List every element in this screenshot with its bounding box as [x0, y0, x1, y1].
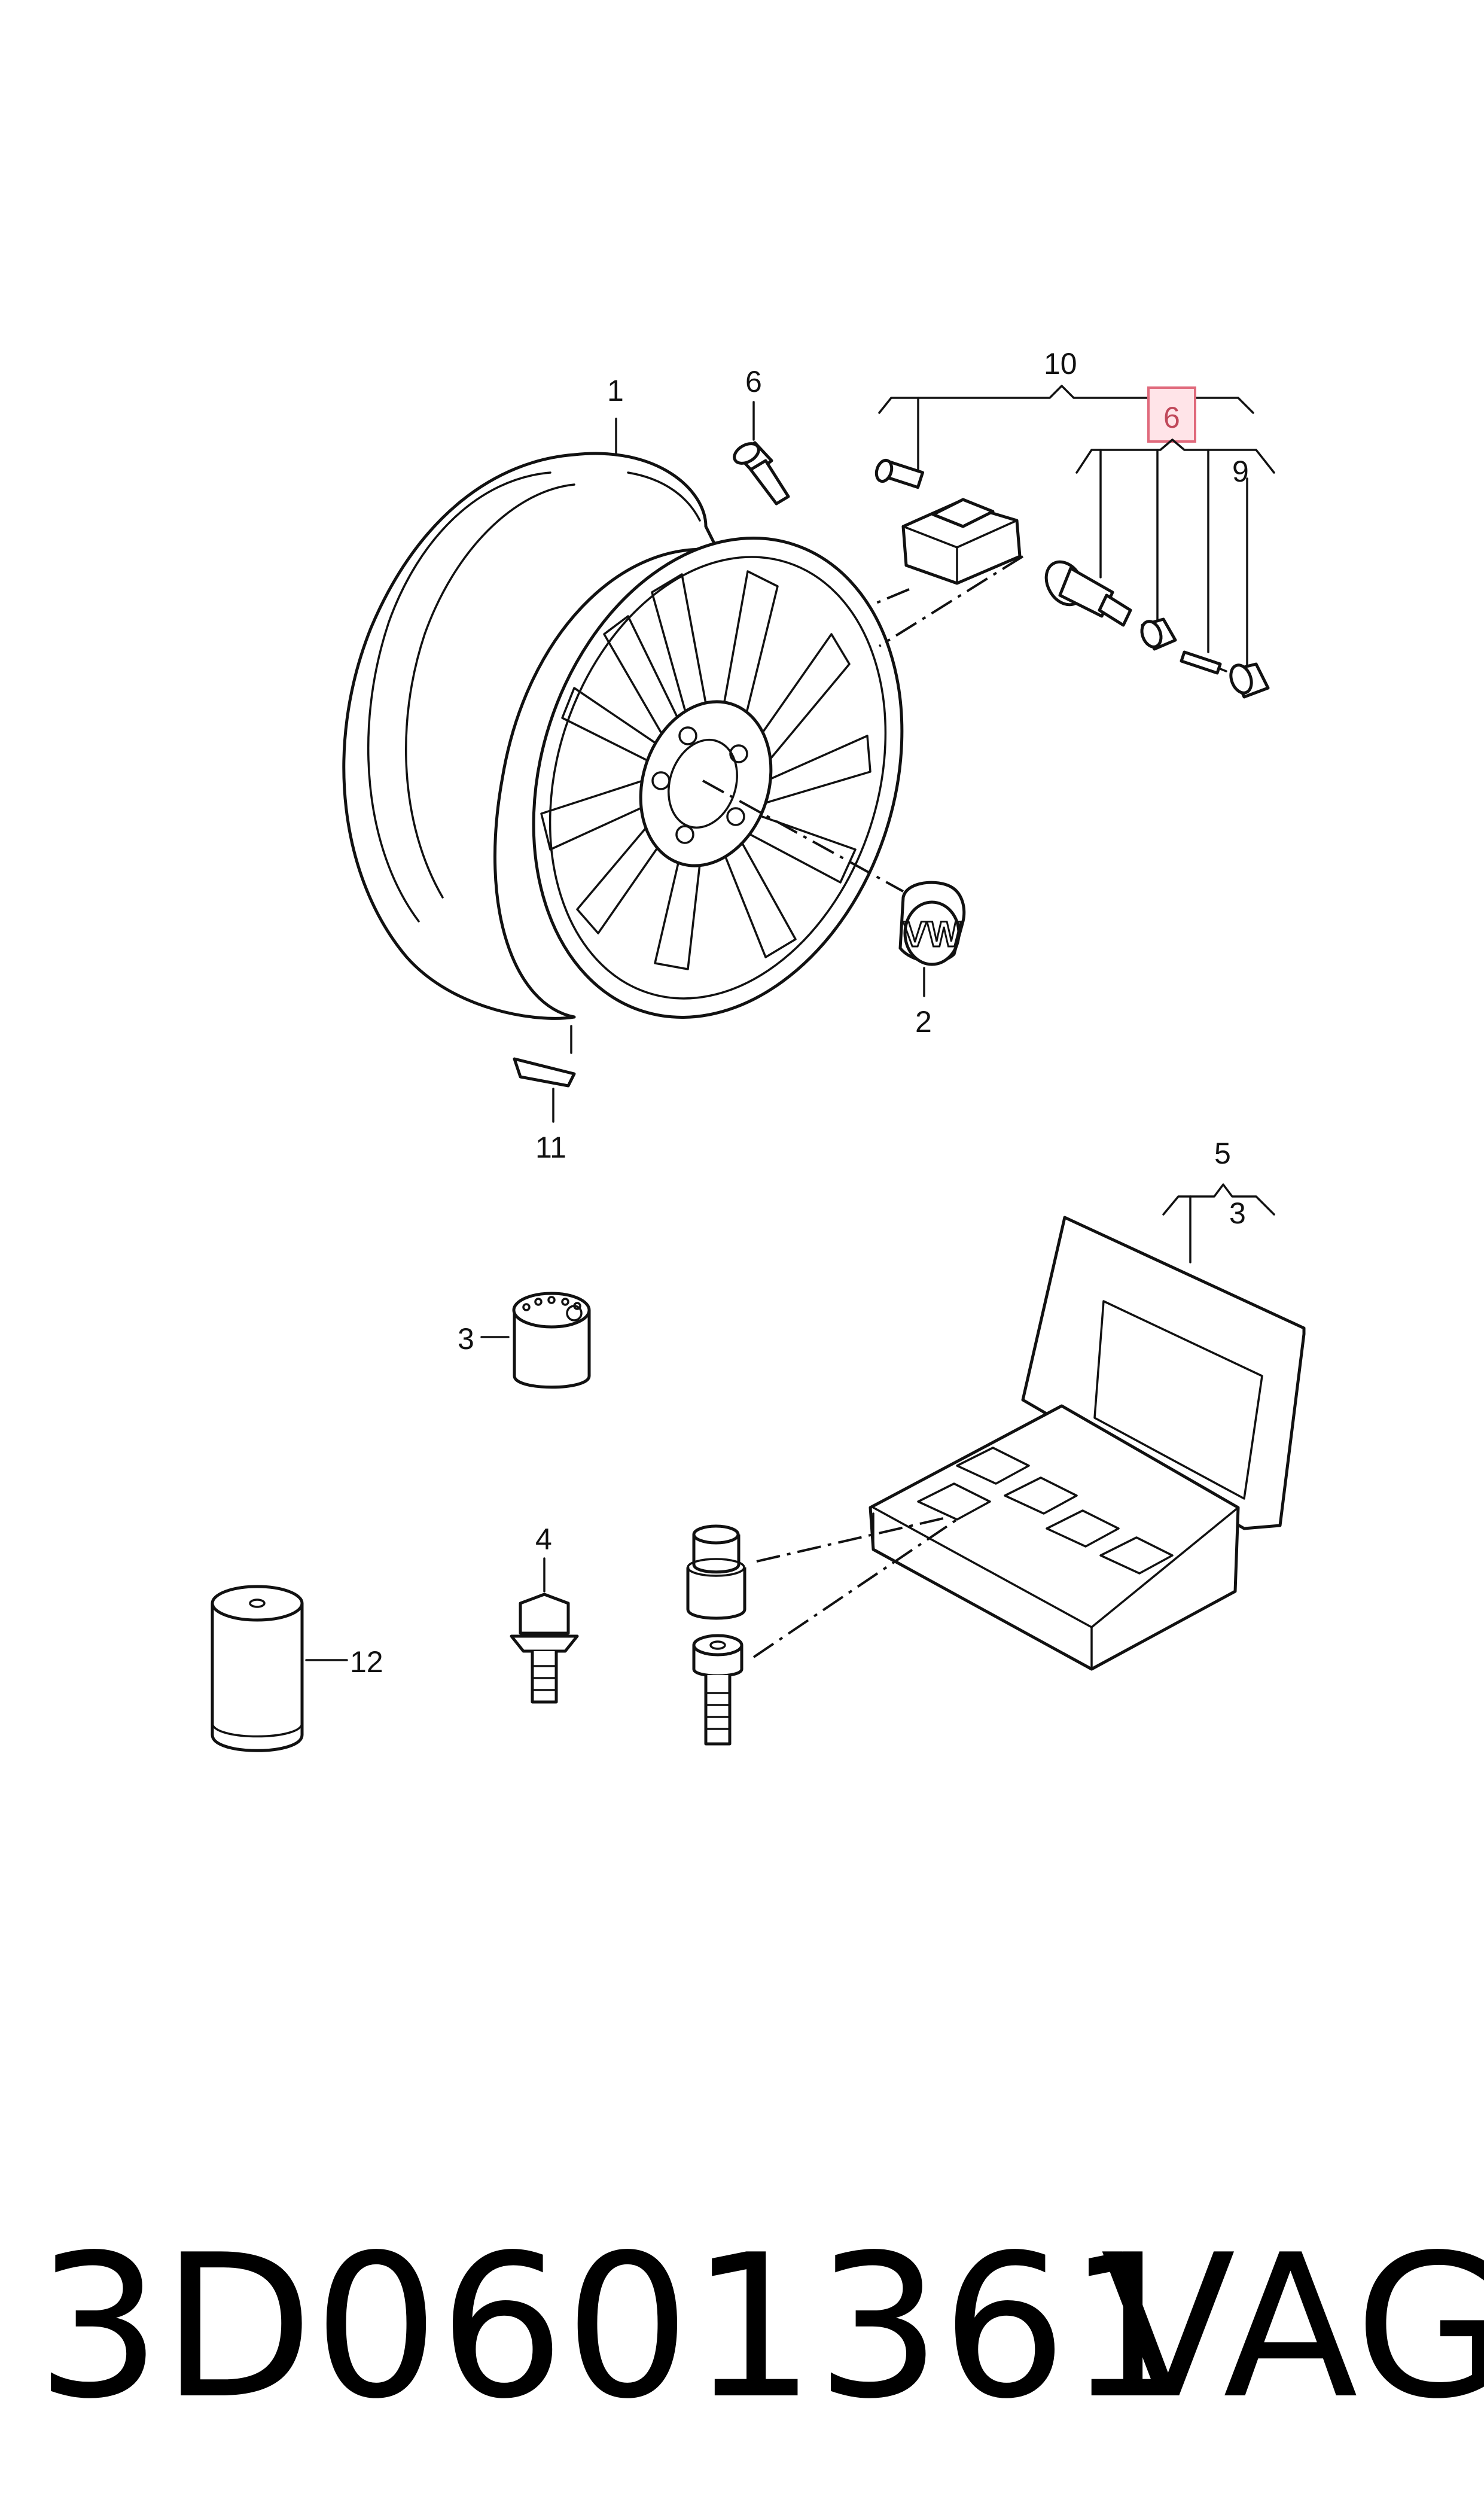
callout-6b: 6 [1163, 401, 1180, 434]
callout-2: 2 [915, 1005, 932, 1039]
lock-bolt-case [869, 1216, 1306, 1671]
callout-1: 1 [607, 374, 624, 407]
callout-5: 5 [1214, 1137, 1231, 1170]
part-number-label: 3D0601361 [36, 2212, 1193, 2442]
callout-6-highlight [1147, 386, 1196, 443]
locking-nut [686, 1524, 746, 1620]
valve-core [1180, 650, 1227, 675]
hub-cap: VW [898, 881, 966, 966]
assembly-line-hubcap [702, 780, 904, 893]
group-bracket-6 [1075, 439, 1275, 474]
callout-9: 9 [1232, 455, 1249, 488]
tpms-sensor [901, 498, 1022, 585]
callout-3b: 3 [1229, 1196, 1246, 1230]
valve-stem-part [733, 441, 790, 506]
alloy-wheel [342, 452, 904, 1020]
group-bracket-10 [878, 385, 1254, 414]
callout-11: 11 [535, 1131, 566, 1164]
assembly-line-nut [756, 1515, 952, 1563]
wheel-bolt [510, 1593, 579, 1704]
callout-3a: 3 [458, 1322, 474, 1356]
group-bracket-5 [1162, 1183, 1275, 1216]
locking-bolt [692, 1634, 743, 1746]
assembly-line-tpms [878, 555, 1024, 647]
callout-4: 4 [535, 1523, 552, 1556]
tpms-screw [874, 458, 925, 489]
callout-12: 12 [350, 1645, 383, 1679]
callout-10: 10 [1044, 347, 1077, 380]
balance-weight [513, 1057, 576, 1088]
assembly-line-tpms-2 [873, 588, 910, 605]
tpms-valve-body [1044, 560, 1132, 627]
brand-label: VAG [1101, 2212, 1484, 2442]
vw-logo: VW [903, 914, 961, 954]
valve-nut [1140, 617, 1177, 651]
locking-key [512, 1292, 591, 1389]
tyre-sealant-can [211, 1585, 304, 1752]
callout-6a: 6 [745, 365, 762, 398]
wheel-spokes [540, 570, 871, 970]
valve-cap [1229, 662, 1270, 699]
